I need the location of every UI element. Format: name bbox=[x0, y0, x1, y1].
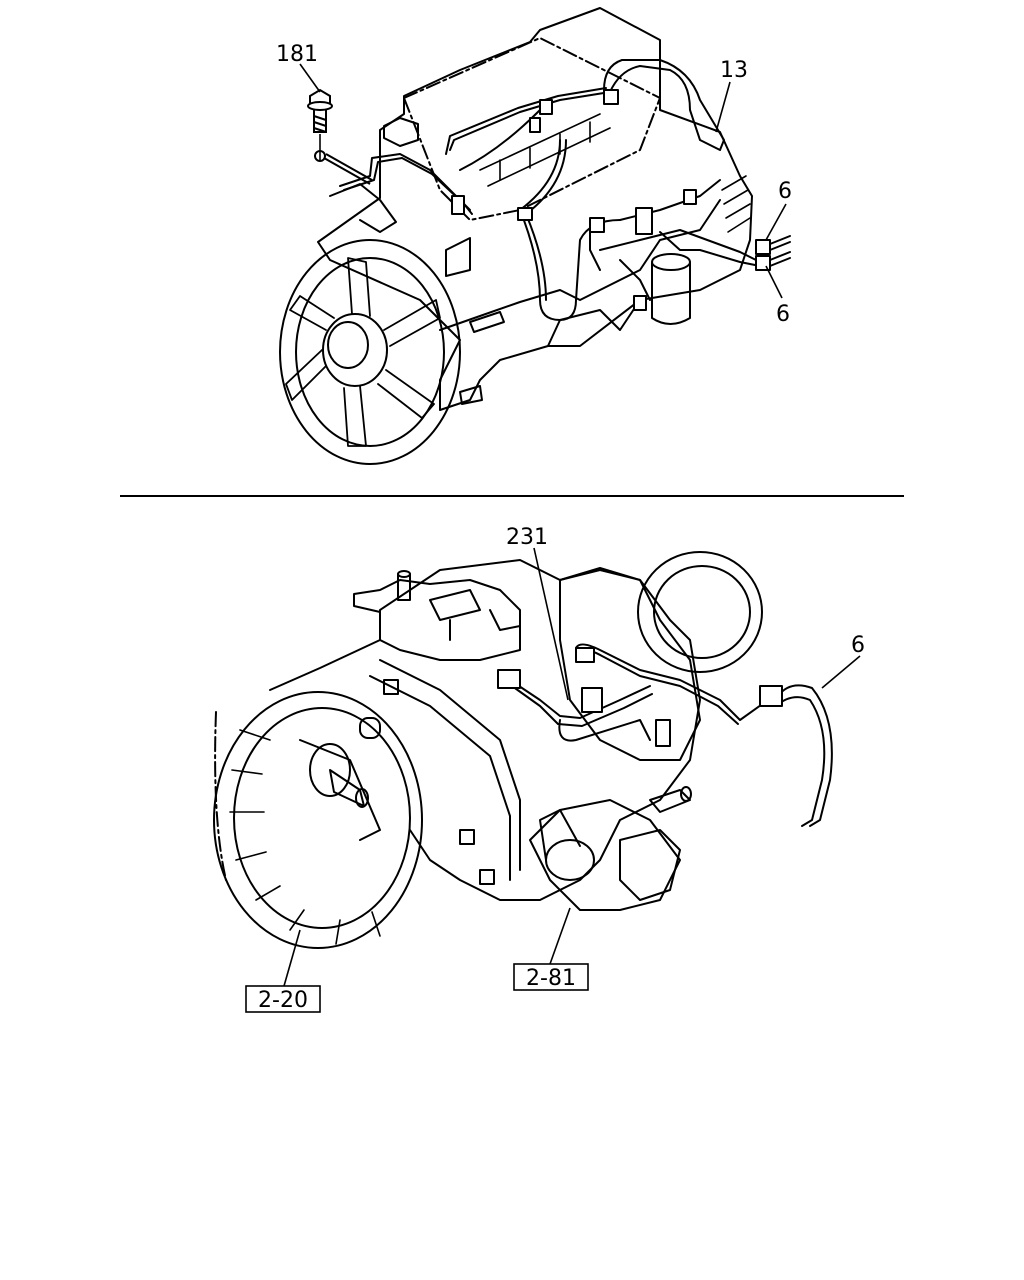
shift-lever-stub bbox=[397, 573, 411, 601]
bell-housing-outer bbox=[213, 691, 423, 949]
boss bbox=[359, 717, 381, 739]
callout-trans-connector: 6 bbox=[851, 633, 865, 658]
fan-ring-outer bbox=[279, 239, 461, 465]
callout-harness: 13 bbox=[720, 58, 748, 83]
fan-blades bbox=[285, 257, 441, 447]
mount-peg bbox=[469, 311, 505, 333]
rocker-cover-details bbox=[479, 113, 611, 187]
engine-assembly bbox=[279, 7, 753, 465]
harness-end-connector bbox=[755, 239, 771, 255]
case-seam bbox=[379, 659, 521, 871]
ref-label: 2-81 bbox=[526, 966, 576, 991]
transmission-case bbox=[269, 559, 701, 901]
bottom-leader-lines bbox=[283, 547, 861, 987]
housing-ribs bbox=[229, 729, 381, 945]
lower-bolt bbox=[459, 385, 483, 405]
engine-block-outline bbox=[317, 7, 753, 411]
ref-box-pto: 2-81 bbox=[513, 963, 589, 991]
release-fork bbox=[299, 739, 381, 841]
shift-tower-detail bbox=[429, 589, 521, 641]
shift-lever-cap bbox=[397, 570, 411, 578]
callout-trans-harness: 231 bbox=[506, 525, 548, 550]
connector bbox=[581, 687, 603, 713]
top-callouts: 181 13 6 6 bbox=[276, 42, 792, 327]
connector bbox=[529, 117, 541, 133]
front-bracket-2 bbox=[445, 237, 471, 277]
bell-housing-flange bbox=[214, 711, 227, 881]
connector bbox=[451, 195, 465, 215]
connector bbox=[603, 89, 619, 105]
input-shaft bbox=[329, 769, 365, 807]
boss bbox=[383, 679, 399, 695]
callout-connector-lower: 6 bbox=[776, 302, 790, 327]
connector bbox=[589, 217, 605, 233]
ground-bolt bbox=[307, 88, 373, 185]
fan-hub bbox=[322, 313, 388, 387]
pto-cover bbox=[619, 829, 681, 901]
connector bbox=[517, 207, 533, 221]
output-flange-inner bbox=[653, 565, 751, 659]
oil-filler-cap bbox=[383, 117, 419, 147]
side-ribs bbox=[721, 175, 751, 233]
connector bbox=[683, 189, 697, 205]
connector bbox=[539, 99, 553, 115]
pto-cylinder bbox=[545, 839, 595, 881]
connector bbox=[655, 719, 671, 747]
ref-label: 2-20 bbox=[258, 988, 308, 1013]
harness-end-connector bbox=[759, 685, 783, 707]
bottom-callouts: 231 6 bbox=[506, 525, 865, 658]
case-seam-2 bbox=[369, 675, 511, 881]
pto-body bbox=[529, 799, 681, 911]
sump bbox=[547, 299, 641, 347]
callout-connector-upper: 6 bbox=[778, 179, 792, 204]
boss bbox=[459, 829, 475, 845]
speed-sensor bbox=[649, 789, 691, 813]
harness-end-connector bbox=[755, 255, 771, 271]
fan-ring-inner bbox=[295, 257, 445, 447]
callout-bolt: 181 bbox=[276, 42, 318, 67]
boss bbox=[479, 869, 495, 885]
front-bracket bbox=[329, 183, 397, 233]
connector bbox=[635, 207, 653, 235]
oil-filter-top bbox=[651, 253, 691, 271]
oil-filter bbox=[651, 261, 691, 325]
transmission-wire-harness bbox=[497, 643, 833, 827]
cylinder-head-cover bbox=[403, 37, 661, 221]
connector bbox=[497, 669, 521, 689]
output-flange-outer bbox=[637, 551, 763, 673]
rear-cover bbox=[559, 567, 701, 761]
crankcase bbox=[439, 199, 721, 331]
pto-cylinder-body bbox=[539, 809, 581, 861]
transmission-assembly bbox=[213, 551, 763, 949]
engine-wire-harness bbox=[339, 59, 791, 321]
top-leader-lines bbox=[299, 63, 787, 299]
connector bbox=[575, 647, 595, 663]
fan-hub-cap bbox=[327, 321, 369, 369]
ref-box-clutch-housing: 2-20 bbox=[245, 985, 321, 1013]
input-shaft-collar bbox=[309, 743, 351, 797]
speed-sensor-tip bbox=[680, 786, 692, 802]
bell-housing-inner bbox=[233, 707, 411, 929]
connector bbox=[633, 295, 647, 311]
